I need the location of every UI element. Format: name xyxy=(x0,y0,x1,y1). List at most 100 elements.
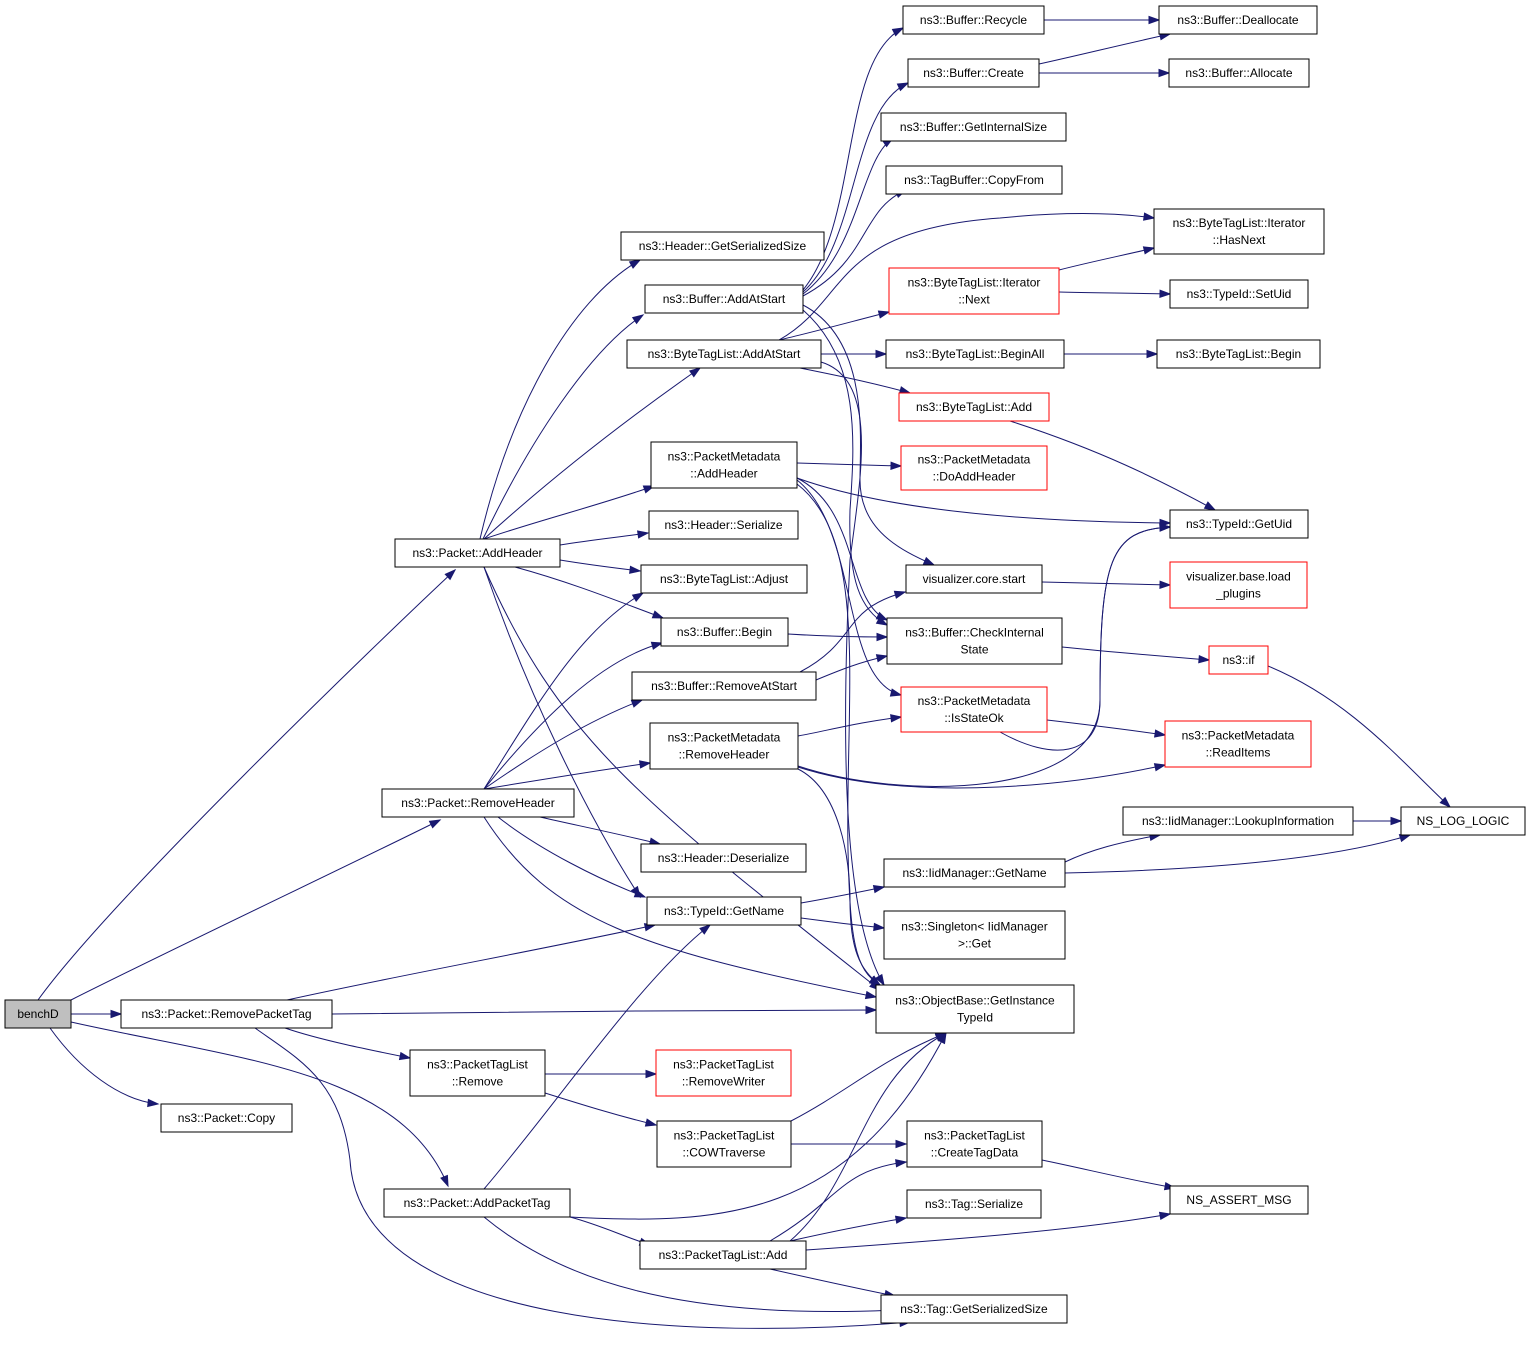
node-pmIsStateOk[interactable]: ns3::PacketMetadata::IsStateOk xyxy=(900,686,1048,733)
edge-ptlAdd-to-ptlCreateTagData xyxy=(769,1161,907,1242)
node-btlBegin[interactable]: ns3::ByteTagList::Begin xyxy=(1156,339,1321,369)
node-box xyxy=(381,788,575,818)
edge-pmIsStateOk-to-typeIdGetUid xyxy=(999,526,1171,751)
node-visualizerBaseLoadPlugins[interactable]: visualizer.base.load_plugins xyxy=(1169,561,1308,609)
edge-removeHeader-to-headerDeserialize xyxy=(539,816,661,845)
node-box xyxy=(883,910,1066,960)
node-nsAssertMsg[interactable]: NS_ASSERT_MSG xyxy=(1169,1185,1309,1215)
arrowhead-btlIteratorNext-to-btlIteratorHasNext xyxy=(1142,246,1156,255)
edge-removePacketTag-to-objectBaseGetInstanceTypeId xyxy=(331,1009,877,1015)
node-ptlAdd[interactable]: ns3::PacketTagList::Add xyxy=(639,1240,807,1270)
node-label: ns3::Header::Serialize xyxy=(664,518,782,532)
node-box xyxy=(906,1120,1043,1168)
node-ptlRemoveWriter[interactable]: ns3::PacketTagList::RemoveWriter xyxy=(655,1049,792,1097)
arrowhead-pmAddHeader-to-bufferCheckInternalState xyxy=(875,611,889,621)
node-typeIdGetName[interactable]: ns3::TypeId::GetName xyxy=(646,896,802,926)
node-bufferAddAtStart[interactable]: ns3::Buffer::AddAtStart xyxy=(644,284,804,314)
node-addPacketTag[interactable]: ns3::Packet::AddPacketTag xyxy=(383,1188,571,1218)
node-label: ns3::TypeId::SetUid xyxy=(1187,287,1292,301)
node-iidManagerLookupInformation[interactable]: ns3::IidManager::LookupInformation xyxy=(1122,806,1354,836)
edge-addHeader-to-pmAddHeader xyxy=(483,485,655,540)
node-iidManagerGetName[interactable]: ns3::IidManager::GetName xyxy=(883,858,1066,888)
node-pmReadItems[interactable]: ns3::PacketMetadata::ReadItems xyxy=(1164,720,1312,768)
edge-addPacketTag-to-objectBaseGetInstanceTypeId xyxy=(569,1032,947,1220)
node-bufferBegin[interactable]: ns3::Buffer::Begin xyxy=(660,617,789,647)
node-byteTagListAdjust[interactable]: ns3::ByteTagList::Adjust xyxy=(640,564,808,594)
node-pmAddHeader[interactable]: ns3::PacketMetadata::AddHeader xyxy=(650,441,798,489)
node-box xyxy=(620,231,825,261)
node-byteTagListAddAtStart[interactable]: ns3::ByteTagList::AddAtStart xyxy=(626,339,822,369)
node-pmDoAddHeader[interactable]: ns3::PacketMetadata::DoAddHeader xyxy=(900,445,1048,491)
node-ptlRemove[interactable]: ns3::PacketTagList::Remove xyxy=(409,1049,546,1097)
node-bufferAllocate[interactable]: ns3::Buffer::Allocate xyxy=(1168,58,1310,88)
node-label: ::DoAddHeader xyxy=(933,470,1016,484)
node-singletonGet[interactable]: ns3::Singleton< IidManager>::Get xyxy=(883,910,1066,960)
node-label: ns3::TagBuffer::CopyFrom xyxy=(904,173,1044,187)
node-removeHeader[interactable]: ns3::Packet::RemoveHeader xyxy=(381,788,575,818)
node-label: visualizer.base.load xyxy=(1186,570,1291,584)
node-label: ::ReadItems xyxy=(1206,746,1271,760)
node-tagBufferCopyFrom[interactable]: ns3::TagBuffer::CopyFrom xyxy=(885,165,1063,195)
arrowhead-pmIsStateOk-to-pmReadItems xyxy=(1154,729,1167,738)
arrowhead-ptlAdd-to-ptlCreateTagData xyxy=(895,1159,908,1168)
node-nsLogLogic[interactable]: NS_LOG_LOGIC xyxy=(1400,806,1526,836)
arrowhead-iidManagerGetName-to-nsLogLogic xyxy=(1398,834,1412,843)
arrowhead-pmAddHeader-to-pmDoAddHeader xyxy=(890,461,903,470)
node-addHeader[interactable]: ns3::Packet::AddHeader xyxy=(394,538,561,568)
edge-ptlAdd-to-objectBaseGetInstanceTypeId xyxy=(789,1032,947,1242)
node-btlAdd[interactable]: ns3::ByteTagList::Add xyxy=(898,392,1050,422)
node-typeIdSetUid[interactable]: ns3::TypeId::SetUid xyxy=(1169,279,1309,309)
arrowhead-typeIdGetName-to-singletonGet xyxy=(873,922,886,932)
node-headerGetSerializedSize[interactable]: ns3::Header::GetSerializedSize xyxy=(620,231,825,261)
node-bufferRemoveAtStart[interactable]: ns3::Buffer::RemoveAtStart xyxy=(631,671,817,701)
edge-removePacketTag-to-ptlRemove xyxy=(284,1027,411,1059)
node-bufferDeallocate[interactable]: ns3::Buffer::Deallocate xyxy=(1158,5,1318,35)
edge-bufferRemoveAtStart-to-visualizerCoreStart xyxy=(799,591,906,673)
node-bufferRecycle[interactable]: ns3::Buffer::Recycle xyxy=(902,5,1045,35)
edge-removeHeader-to-byteTagListAdjust xyxy=(483,592,644,790)
edge-benchD-to-addHeader xyxy=(37,569,456,1001)
node-ptlCreateTagData[interactable]: ns3::PacketTagList::CreateTagData xyxy=(906,1120,1043,1168)
arrowhead-bufferAddAtStart-to-visualizerCoreStart xyxy=(922,556,936,566)
node-btlIteratorHasNext[interactable]: ns3::ByteTagList::Iterator::HasNext xyxy=(1153,208,1325,255)
edge-removeHeader-to-objectBaseGetInstanceTypeId xyxy=(483,816,877,998)
node-typeIdGetUid[interactable]: ns3::TypeId::GetUid xyxy=(1169,509,1309,539)
node-benchD[interactable]: benchD xyxy=(4,999,72,1029)
node-tagGetSerializedSize[interactable]: ns3::Tag::GetSerializedSize xyxy=(880,1294,1068,1324)
node-label: ns3::IidManager::LookupInformation xyxy=(1142,814,1334,828)
arrowhead-removeHeader-to-typeIdGetName xyxy=(633,889,647,898)
node-btlIteratorNext[interactable]: ns3::ByteTagList::Iterator::Next xyxy=(888,267,1060,315)
node-label: ns3::PacketTagList::Add xyxy=(659,1248,788,1262)
node-headerDeserialize[interactable]: ns3::Header::Deserialize xyxy=(640,843,807,873)
node-box xyxy=(648,510,799,540)
node-ns3If[interactable]: ns3::if xyxy=(1208,645,1269,675)
node-bufferCreate[interactable]: ns3::Buffer::Create xyxy=(907,58,1040,88)
node-pmRemoveHeader[interactable]: ns3::PacketMetadata::RemoveHeader xyxy=(649,722,799,770)
node-label: ::IsStateOk xyxy=(944,711,1004,725)
edge-btlIteratorNext-to-typeIdSetUid xyxy=(1058,291,1171,295)
node-label: ns3::Packet::AddHeader xyxy=(412,546,542,560)
node-label: ns3::Tag::Serialize xyxy=(925,1197,1023,1211)
node-ptlCOWTraverse[interactable]: ns3::PacketTagList::COWTraverse xyxy=(656,1120,792,1168)
edge-addHeader-to-bufferBegin xyxy=(514,566,664,619)
node-label: ns3::Packet::Copy xyxy=(178,1111,275,1125)
node-label: ns3::ByteTagList::AddAtStart xyxy=(648,347,801,361)
arrowhead-btlIteratorNext-to-typeIdSetUid xyxy=(1159,289,1172,298)
node-box xyxy=(656,1120,792,1168)
node-btlBeginAll[interactable]: ns3::ByteTagList::BeginAll xyxy=(885,339,1065,369)
node-visualizerCoreStart[interactable]: visualizer.core.start xyxy=(905,564,1043,594)
node-box xyxy=(1169,279,1309,309)
node-headerSerialize[interactable]: ns3::Header::Serialize xyxy=(648,510,799,540)
node-bufferGetInternalSize[interactable]: ns3::Buffer::GetInternalSize xyxy=(880,112,1067,142)
arrowhead-removePacketTag-to-objectBaseGetInstanceTypeId xyxy=(865,1005,878,1015)
node-box xyxy=(905,564,1043,594)
node-tagSerialize[interactable]: ns3::Tag::Serialize xyxy=(906,1189,1042,1219)
edge-pmAddHeader-to-pmIsStateOk xyxy=(796,479,902,696)
edges-layer xyxy=(37,15,1452,1329)
edge-ptlCOWTraverse-to-objectBaseGetInstanceTypeId xyxy=(790,1032,947,1122)
node-copy[interactable]: ns3::Packet::Copy xyxy=(160,1103,293,1133)
node-removePacketTag[interactable]: ns3::Packet::RemovePacketTag xyxy=(120,999,333,1029)
